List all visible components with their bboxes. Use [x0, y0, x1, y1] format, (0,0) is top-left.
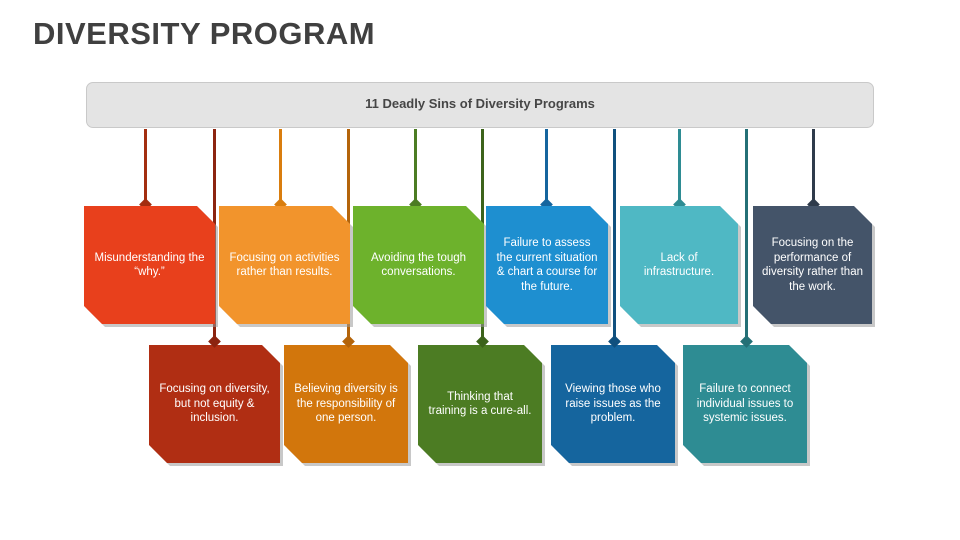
- connector-top-1: [139, 129, 152, 211]
- connector-bottom-4: [613, 129, 616, 341]
- node-label: Focusing on diversity, but not equity & …: [159, 383, 270, 425]
- connector-top-5: [673, 129, 686, 211]
- banner-label: 11 Deadly Sins of Diversity Programs: [365, 96, 595, 111]
- node-top-2[interactable]: Focusing on activities rather than resul…: [219, 206, 350, 324]
- node-top-6[interactable]: Focusing on the performance of diversity…: [753, 206, 872, 324]
- node-label: Thinking that training is a cure-all.: [428, 390, 532, 417]
- node-bottom-5[interactable]: Failure to connect individual issues to …: [683, 345, 807, 463]
- node-label: Viewing those who raise issues as the pr…: [565, 383, 661, 425]
- page-title: DIVERSITY PROGRAM: [33, 16, 376, 51]
- connector-top-4: [540, 129, 553, 211]
- connector-stem: [613, 129, 616, 341]
- node-label: Believing diversity is the responsibilit…: [294, 383, 398, 425]
- connector-top-6: [807, 129, 820, 211]
- connector-stem: [545, 129, 548, 205]
- connector-stem: [678, 129, 681, 205]
- connector-stem: [414, 129, 417, 205]
- node-top-1[interactable]: Misunderstanding the “why.”: [84, 206, 215, 324]
- header-banner: 11 Deadly Sins of Diversity Programs: [86, 82, 874, 128]
- node-bottom-4[interactable]: Viewing those who raise issues as the pr…: [551, 345, 675, 463]
- node-label: Focusing on the performance of diversity…: [762, 237, 863, 293]
- node-bottom-2[interactable]: Believing diversity is the responsibilit…: [284, 345, 408, 463]
- node-top-5[interactable]: Lack of infrastructure.: [620, 206, 738, 324]
- node-top-4[interactable]: Failure to assess the current situation …: [486, 206, 608, 324]
- node-bottom-1[interactable]: Focusing on diversity, but not equity & …: [149, 345, 280, 463]
- connector-bottom-5: [745, 129, 748, 341]
- node-label: Failure to assess the current situation …: [496, 237, 598, 293]
- connector-stem: [745, 129, 748, 341]
- connector-stem: [144, 129, 147, 205]
- connector-stem: [279, 129, 282, 205]
- node-label: Failure to connect individual issues to …: [696, 383, 794, 425]
- node-label: Lack of infrastructure.: [643, 251, 715, 278]
- connector-top-3: [409, 129, 422, 211]
- node-bottom-3[interactable]: Thinking that training is a cure-all.: [418, 345, 542, 463]
- node-label: Misunderstanding the “why.”: [94, 251, 205, 278]
- node-label: Avoiding the tough conversations.: [370, 251, 467, 278]
- connector-top-2: [274, 129, 287, 211]
- connector-stem: [812, 129, 815, 205]
- node-label: Focusing on activities rather than resul…: [229, 251, 340, 278]
- node-top-3[interactable]: Avoiding the tough conversations.: [353, 206, 484, 324]
